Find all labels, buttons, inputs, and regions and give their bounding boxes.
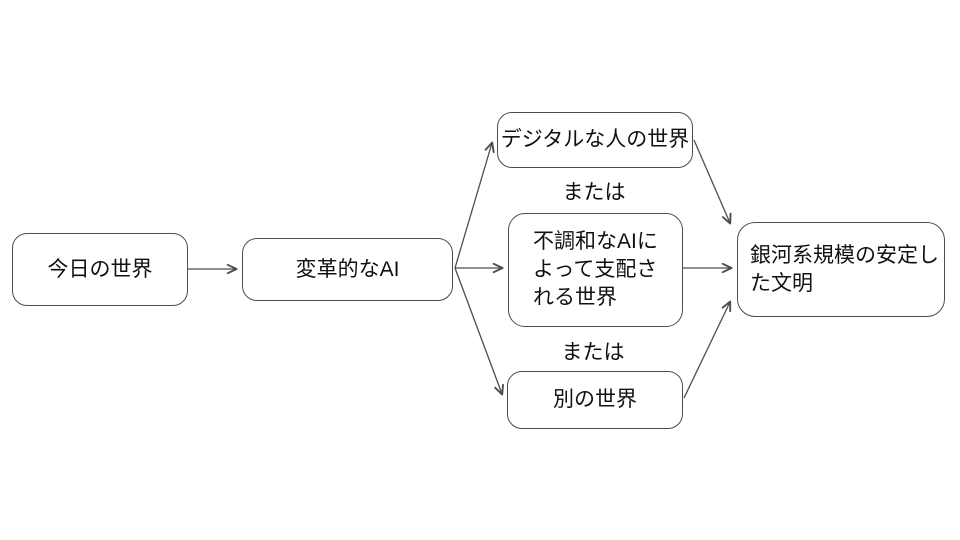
node-another-world-label: 別の世界 — [553, 388, 637, 412]
node-today-world: 今日の世界 — [12, 233, 188, 306]
node-discordant-ai-world-label: 不調和なAIに よって支配さ れる世界 — [533, 228, 658, 312]
node-discordant-ai-world: 不調和なAIに よって支配さ れる世界 — [508, 213, 683, 327]
node-label-line: れる世界 — [533, 285, 617, 309]
node-digital-people-world-label: デジタルな人の世界 — [500, 128, 690, 152]
node-digital-people-world: デジタルな人の世界 — [497, 112, 693, 168]
node-label-line: よって支配さ — [533, 258, 658, 282]
edge-label-or-top: または — [562, 181, 626, 204]
node-label-line: た文明 — [750, 271, 813, 295]
node-galaxy-civilization: 銀河系規模の安定し た文明 — [737, 222, 945, 317]
node-galaxy-civilization-label: 銀河系規模の安定し た文明 — [750, 242, 939, 298]
edge-transformative_ai-digital_people — [454, 141, 495, 269]
node-label-line: 銀河系規模の安定し — [750, 243, 939, 267]
node-today-world-label: 今日の世界 — [47, 257, 153, 281]
edge-another_world-galaxy_civilization — [683, 300, 732, 399]
edge-digital_people-galaxy_civilization — [693, 139, 732, 225]
node-transformative-ai-label: 変革的なAI — [295, 257, 400, 281]
node-transformative-ai: 変革的なAI — [242, 238, 453, 301]
node-label-line: 不調和なAIに — [533, 230, 658, 254]
node-another-world: 別の世界 — [507, 371, 683, 429]
edge-transformative_ai-another_world — [454, 267, 504, 396]
edge-label-or-bottom: または — [561, 341, 625, 364]
